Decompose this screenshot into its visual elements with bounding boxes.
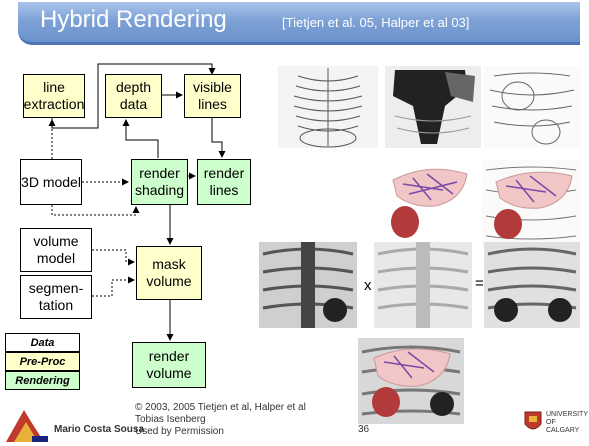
arrow-segmentation-to-mask (92, 276, 135, 297)
arrow-shading-to-depth (122, 119, 159, 158)
box-visible-lines: visible lines (184, 74, 241, 118)
box-depth-data: depth data (105, 74, 162, 118)
university-name: UNIVERSITY OF CALGARY (546, 411, 589, 435)
legend-data: Data (5, 333, 80, 352)
box-segmentation: segmen-tation (20, 275, 92, 319)
box-mask-volume: mask volume (136, 246, 202, 300)
footer-author: Mario Costa Sousa (54, 424, 145, 435)
thumb-masked-volume-image (484, 242, 580, 328)
university-line2: CALGARY (546, 427, 580, 434)
thumb-depth-image (385, 66, 481, 148)
box-render-shading: render shading (131, 159, 188, 205)
presenter-logo (6, 410, 48, 442)
arrow-model-to-lines (51, 205, 140, 216)
box-render-volume: render volume (132, 342, 206, 388)
legend-rendering: Rendering (5, 371, 80, 390)
university-crest-icon (524, 411, 542, 430)
title-bar: Hybrid Rendering [Tietjen et al. 05, Hal… (0, 0, 589, 47)
box-volume-model: volume model (20, 228, 92, 272)
times-operator: x (364, 277, 372, 294)
slide-title: Hybrid Rendering (40, 6, 227, 33)
thumb-render-shading-image (383, 160, 473, 246)
box-render-lines: render lines (197, 159, 251, 205)
box-line-extraction: line extraction (23, 74, 85, 118)
footer-tobias: Tobias Isenberg (135, 414, 206, 425)
thumb-visible-lines-image (484, 66, 580, 148)
thumb-volume-image (259, 242, 357, 328)
thumb-mask-image (374, 242, 472, 328)
university-line1: UNIVERSITY OF (546, 411, 588, 426)
footer-permission: Used by Permission (135, 426, 224, 437)
arrow-volume-to-mask (92, 249, 135, 266)
citation: [Tietjen et al. 05, Halper et al 03] (282, 15, 470, 30)
footer-copyright: © 2003, 2005 Tietjen et al, Halper et al (135, 402, 306, 413)
title-band (18, 2, 580, 45)
page-number: 36 (358, 424, 370, 435)
legend-preproc: Pre-Proc (5, 352, 80, 371)
thumb-render-lines-image (482, 160, 580, 246)
box-3d-model: 3D model (20, 159, 82, 205)
equals-operator: = (475, 275, 484, 292)
arrow-visible-to-render-lines (211, 118, 226, 158)
thumb-render-volume-image (358, 338, 464, 424)
thumb-line-extraction-image (278, 66, 378, 148)
footer-credits: © 2003, 2005 Tietjen et al, Halper et al… (135, 402, 306, 438)
